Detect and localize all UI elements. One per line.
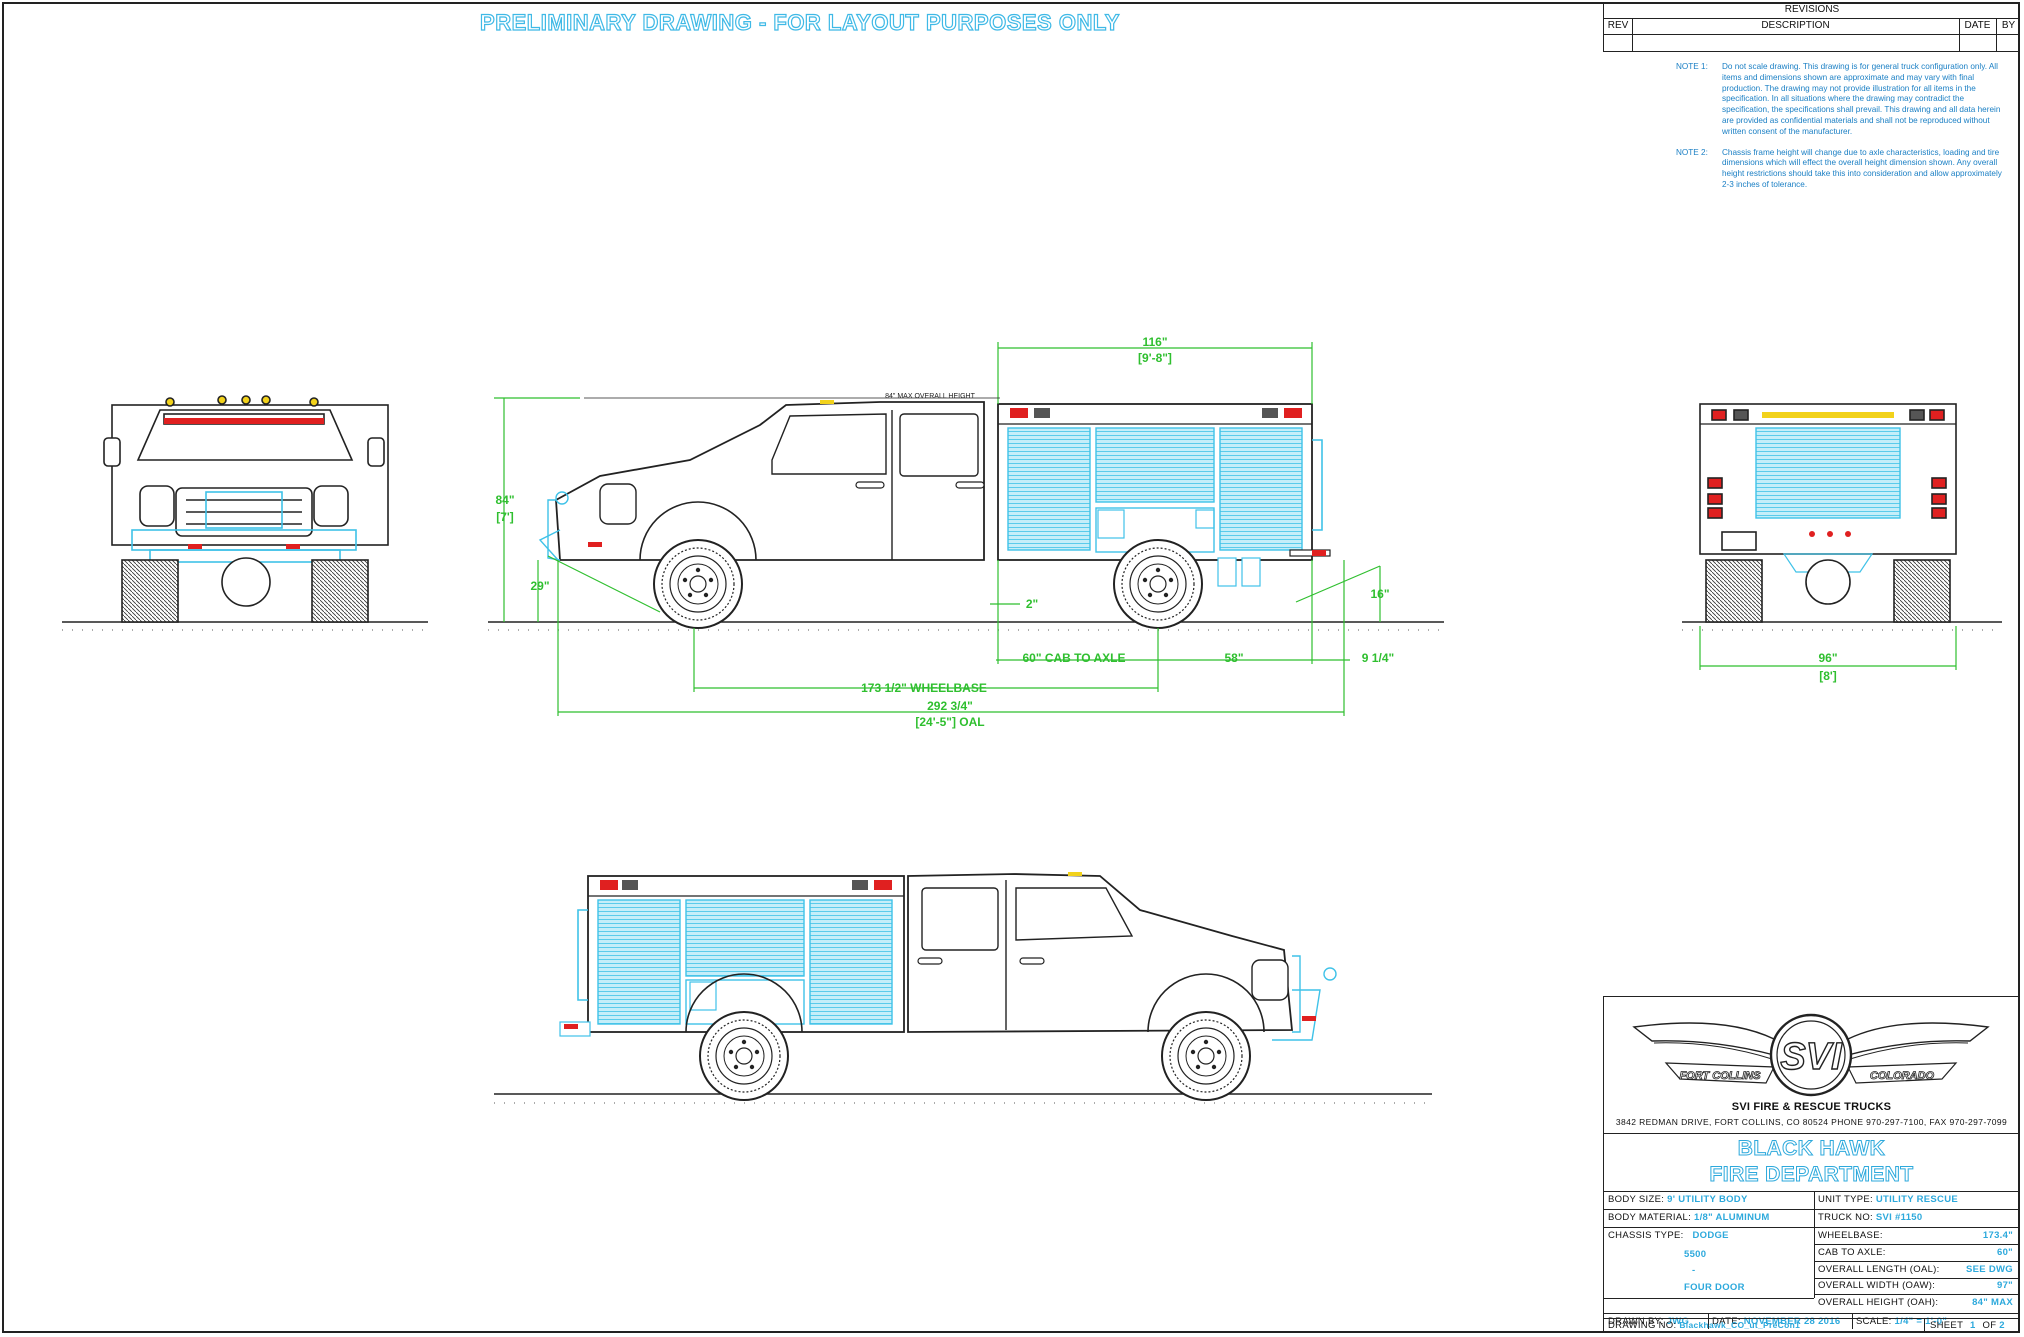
preliminary-banner: PRELIMINARY DRAWING - FOR LAYOUT PURPOSE… <box>479 9 1120 35</box>
title-block-bottom-row: DRAWING NO: Blackhawk_CO_ut_PreCon1 SHEE… <box>1603 1318 2020 1333</box>
passenger-side-view <box>559 872 1337 1101</box>
revisions-table: REVISIONS REV DESCRIPTION DATE BY <box>1603 2 2020 52</box>
customer-line-2: FIRE DEPARTMENT <box>1709 1163 1914 1187</box>
logo-right: COLORADO <box>1870 1070 1935 1082</box>
dim-gap: 2" <box>1026 597 1038 611</box>
truck-no-value: SVI #1150 <box>1875 1212 1923 1223</box>
svi-logo: SVI FORT COLLINS COLORADO <box>1632 1013 1990 1097</box>
dim-approach: 29" <box>530 579 549 593</box>
revisions-title: REVISIONS <box>1604 2 2020 19</box>
scale-label: SCALE: <box>1856 1316 1892 1327</box>
dim-rear-overhang: 58" <box>1224 651 1243 665</box>
drawing-notes: NOTE 1: Do not scale drawing. This drawi… <box>1676 62 2006 201</box>
date-label: DATE: <box>1712 1316 1741 1327</box>
body-material-label: BODY MATERIAL: <box>1608 1212 1692 1223</box>
dim-height: 84" <box>495 493 514 507</box>
chassis-type-label: CHASSIS TYPE: <box>1608 1230 1684 1241</box>
dim-body-length: 116" <box>1142 335 1167 349</box>
driver-side-view <box>538 400 1331 629</box>
oal-value: SEE DWG <box>1966 1264 2013 1275</box>
cab-axle-label: CAB TO AXLE: <box>1818 1247 1886 1258</box>
dim-max-height-note: 84" MAX OVERALL HEIGHT <box>885 393 975 400</box>
drawn-by-label: DRAWN BY: <box>1608 1316 1664 1327</box>
dim-cab-to-axle: 60" CAB TO AXLE <box>1022 651 1125 665</box>
date-value: NOVEMBER 28 2016 <box>1743 1316 1841 1327</box>
dim-wheelbase: 173 1/2" WHEELBASE <box>861 681 987 695</box>
body-size-value: 9' UTILITY BODY <box>1667 1194 1748 1205</box>
dim-departure: 16" <box>1370 587 1389 601</box>
note-2-label: NOTE 2: <box>1676 147 1708 157</box>
sheets-value: 2 <box>1999 1320 2005 1331</box>
col-date: DATE <box>1964 20 1991 31</box>
body-size-label: BODY SIZE: <box>1608 1194 1665 1205</box>
company-address: 3842 REDMAN DRIVE, FORT COLLINS, CO 8052… <box>1615 1117 2008 1127</box>
oah-label: OVERALL HEIGHT (OAH): <box>1818 1297 1939 1308</box>
sheet-value: 1 <box>1969 1320 1976 1331</box>
scale-value: 1/4" = 1'-0" <box>1894 1316 1948 1327</box>
dim-oal: 292 3/4" <box>927 699 973 713</box>
oaw-value: 97" <box>1997 1280 2013 1291</box>
title-block: SVI FORT COLLINS COLORADO SVI FIRE & RES… <box>1603 996 2020 1333</box>
of-label: OF <box>1982 1320 1997 1331</box>
col-rev: REV <box>1607 20 1629 31</box>
oal-label: OVERALL LENGTH (OAL): <box>1818 1264 1940 1275</box>
chassis-model-value: 5500 <box>1684 1249 1707 1260</box>
revisions-header: REV DESCRIPTION DATE BY <box>1604 18 2020 35</box>
note-1: NOTE 1: Do not scale drawing. This drawi… <box>1676 62 2006 138</box>
sheet-label: SHEET <box>1930 1320 1964 1331</box>
cab-axle-value: 60" <box>1997 1247 2013 1258</box>
customer-line-1: BLACK HAWK <box>1737 1137 1886 1161</box>
note-1-label: NOTE 1: <box>1676 62 1708 71</box>
oaw-label: OVERALL WIDTH (OAW): <box>1818 1280 1936 1291</box>
logo-mark: SVI <box>1780 1036 1843 1078</box>
logo-left: FORT COLLINS <box>1679 1070 1761 1082</box>
front-view <box>103 395 389 623</box>
dim-width-ft: [8'] <box>1819 669 1837 683</box>
note-1-text: Do not scale drawing. This drawing is fo… <box>1722 62 2001 136</box>
chassis-cab-value: FOUR DOOR <box>1684 1282 1745 1293</box>
unit-type-label: UNIT TYPE: <box>1818 1194 1873 1205</box>
dimension-lines <box>494 342 1957 716</box>
dim-width: 96" <box>1818 651 1837 665</box>
drawing-no-value: Blackhawk_CO_ut_PreCon1 <box>1679 1320 1801 1330</box>
dim-tail: 9 1/4" <box>1362 651 1394 665</box>
col-description: DESCRIPTION <box>1761 20 1830 31</box>
dim-oal-ft: [24'-5"] OAL <box>915 715 984 729</box>
company-name: SVI FIRE & RESCUE TRUCKS <box>1731 1101 1892 1113</box>
rear-view <box>1699 403 1957 623</box>
drawing-no-label: DRAWING NO: <box>1608 1320 1677 1331</box>
oah-value: 84" MAX <box>1972 1297 2013 1308</box>
unit-type-value: UTILITY RESCUE <box>1875 1194 1959 1205</box>
dim-height-ft: [7'] <box>496 510 514 524</box>
chassis-make-value: DODGE <box>1692 1230 1729 1241</box>
dim-body-length-ft: [9'-8"] <box>1138 351 1172 365</box>
drawn-by-value: JWG <box>1666 1316 1690 1327</box>
body-material-value: 1/8" ALUMINUM <box>1694 1212 1770 1223</box>
wheelbase-value: 173.4" <box>1982 1230 2013 1241</box>
note-2-text: Chassis frame height will change due to … <box>1722 147 2002 189</box>
note-2: NOTE 2: Chassis frame height will change… <box>1676 148 2006 191</box>
truck-no-label: TRUCK NO: <box>1818 1212 1873 1223</box>
wheelbase-label: WHEELBASE: <box>1818 1230 1883 1241</box>
chassis-dash-value: - <box>1692 1265 1696 1276</box>
col-by: BY <box>2001 20 2016 31</box>
